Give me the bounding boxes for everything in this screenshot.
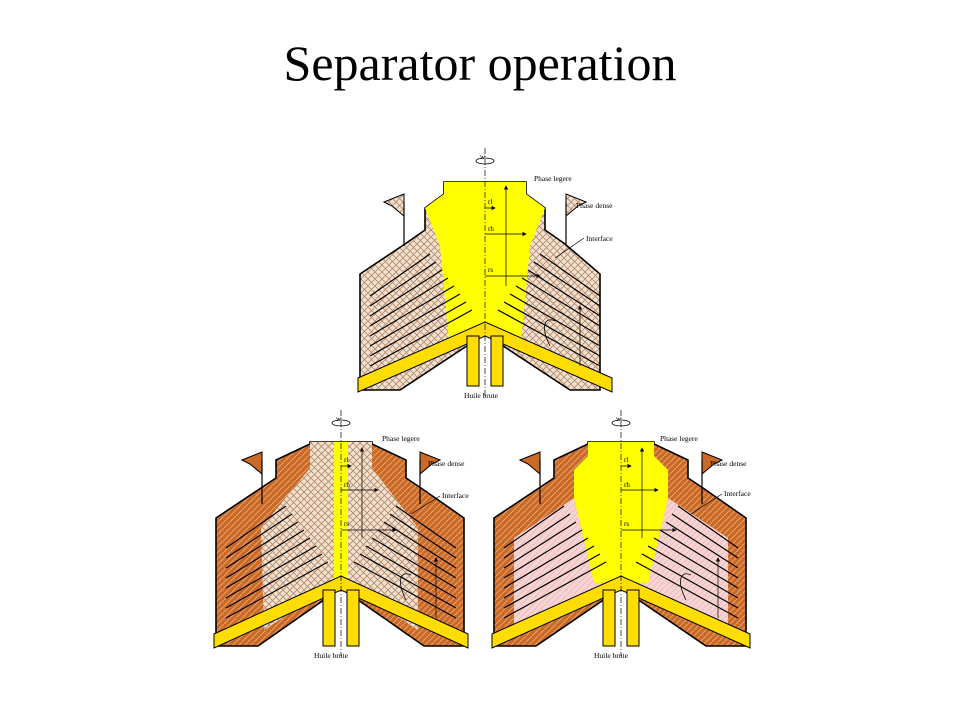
slide-title: Separator operation xyxy=(283,35,677,91)
dense-phase-outlet-left xyxy=(382,193,405,218)
rotation-symbol xyxy=(331,419,351,427)
feed-label: Huile brute xyxy=(464,391,499,400)
rl-label: rl xyxy=(488,198,492,206)
rotation-symbol xyxy=(611,419,631,427)
rotation-label: w xyxy=(616,415,622,423)
rs-label: rs xyxy=(488,266,493,274)
rs-label: rs xyxy=(624,520,629,528)
rotation-label: w xyxy=(336,415,342,423)
feed-inlet-right xyxy=(626,589,640,647)
dense-phase-label: Phase dense xyxy=(428,459,465,468)
feed-inlet xyxy=(466,335,480,387)
rl-label: rl xyxy=(344,456,348,464)
rl-label: rl xyxy=(624,456,628,464)
interface-leader xyxy=(554,237,585,259)
feed-inlet-right xyxy=(490,335,504,387)
separator-diagram-light-phase: w Phase legere Phase dense Interface Hui… xyxy=(340,146,630,404)
feed-inlet-right xyxy=(346,589,360,647)
feed-inlet xyxy=(602,589,616,647)
rotation-symbol xyxy=(475,157,495,165)
dense-phase-outlet-left xyxy=(518,451,541,476)
separator-diagram-dense-phase: w Phase legere Phase dense Interface Hui… xyxy=(206,408,476,666)
disc-stack xyxy=(503,505,739,619)
dense-phase-outlet-left xyxy=(240,451,263,476)
light-phase-label: Phase legere xyxy=(534,174,572,183)
interface-leader xyxy=(410,495,441,515)
rotation-label: w xyxy=(480,153,486,161)
separator-diagram-emulsion: w Phase legere Phase dense Interface Hui… xyxy=(484,408,764,666)
disc-stack xyxy=(225,505,457,619)
light-phase-label: Phase legere xyxy=(660,434,698,443)
feed-inlet xyxy=(322,589,336,647)
rh-label: rh xyxy=(624,481,630,489)
interface-label: Interface xyxy=(724,489,751,498)
rh-label: rh xyxy=(488,225,494,233)
interface-label: Interface xyxy=(586,234,613,243)
light-phase-label: Phase legere xyxy=(382,434,420,443)
interface-leader xyxy=(690,493,723,515)
rh-label: rh xyxy=(344,481,350,489)
feed-label: Huile brute xyxy=(314,651,349,660)
feed-label: Huile brute xyxy=(594,651,629,660)
dense-phase-label: Phase dense xyxy=(576,201,613,210)
interface-label: Interface xyxy=(442,491,469,500)
dense-phase-label: Phase dense xyxy=(710,459,747,468)
rs-label: rs xyxy=(344,520,349,528)
disc-stack xyxy=(369,253,601,367)
